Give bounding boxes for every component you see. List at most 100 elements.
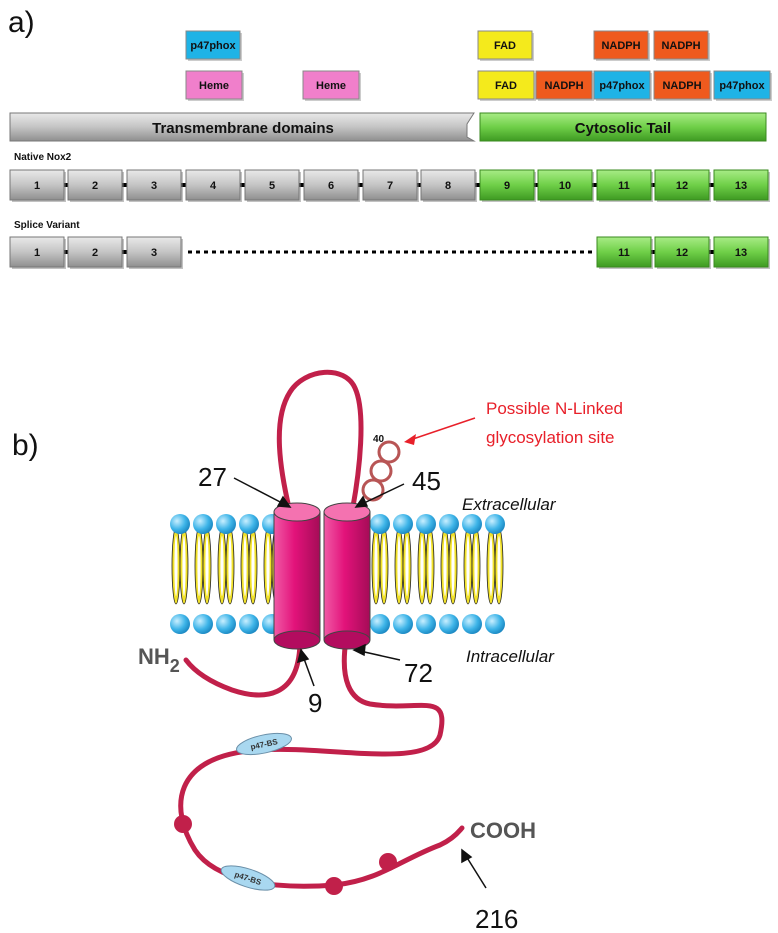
svg-text:1: 1 [34, 180, 40, 192]
arrow-72-head [352, 643, 366, 657]
domain-box-p47phox: p47phox [593, 70, 652, 101]
site-number-40: 40 [373, 434, 385, 445]
svg-text:Heme: Heme [199, 80, 229, 92]
domain-box-nadph: NADPH [535, 70, 594, 101]
residue-45: 45 [412, 466, 441, 496]
svg-text:13: 13 [735, 247, 747, 259]
phospholipid [216, 514, 236, 634]
native-exon-3: 3 [126, 169, 183, 202]
svg-text:5: 5 [269, 180, 275, 192]
cytosolic-tail-label: Cytosolic Tail [575, 120, 671, 137]
phospholipid [239, 514, 259, 634]
arrow-27-head [276, 495, 292, 508]
domain-box-p47phox: p47phox [713, 70, 772, 101]
transmembrane-domains-bar: Transmembrane domains [9, 112, 476, 142]
arrow-27 [233, 477, 285, 505]
splice-exon-12: 12 [654, 236, 711, 269]
n-terminal-tail [183, 637, 303, 698]
native-exon-7: 7 [362, 169, 419, 202]
svg-text:4: 4 [210, 180, 217, 192]
glycosylation-site [361, 440, 401, 502]
p47-binding-site-2: p47-BS [220, 865, 276, 891]
phospholipid [416, 514, 436, 634]
nh2-terminus: NH2 [138, 644, 180, 676]
arrow-9 [302, 655, 315, 687]
arrow-45-head [354, 495, 369, 508]
splice-exon-3: 3 [126, 236, 183, 269]
lipid-bilayer [170, 514, 505, 634]
panel-a-label: a) [8, 6, 35, 39]
splice-exon-2: 2 [67, 236, 124, 269]
residue-216: 216 [475, 904, 518, 933]
svg-text:2: 2 [92, 180, 98, 192]
domain-box-nadph: NADPH [653, 30, 710, 61]
svg-text:2: 2 [92, 247, 98, 259]
svg-text:p47phox: p47phox [190, 40, 236, 52]
domain-box-heme: Heme [185, 70, 244, 101]
domain-box-nadph: NADPH [593, 30, 650, 61]
svg-text:NADPH: NADPH [662, 80, 701, 92]
splice-exon-11: 11 [596, 236, 653, 269]
domain-box-p47phox: p47phox [185, 30, 242, 61]
native-exon-12: 12 [654, 169, 711, 202]
arrow-216-head [461, 848, 473, 864]
glycosylation-label-line1: Possible N-Linked [486, 399, 623, 418]
svg-text:FAD: FAD [495, 80, 517, 92]
domain-row-upper: p47phox FAD NADPH NADPH [185, 30, 710, 61]
helix-1 [273, 502, 321, 650]
phospholipid [485, 514, 505, 634]
glycosylation-label-line2: glycosylation site [486, 428, 615, 447]
svg-text:p47phox: p47phox [599, 80, 645, 92]
arrow-72 [359, 650, 401, 661]
cytosolic-tail-bar: Cytosolic Tail [479, 112, 767, 142]
residue-9: 9 [308, 688, 322, 718]
domain-box-fad: FAD [477, 30, 534, 61]
svg-text:3: 3 [151, 180, 157, 192]
native-nox2-label: Native Nox2 [14, 152, 72, 163]
phospholipid [370, 514, 390, 634]
phospholipid [462, 514, 482, 634]
intracellular-label: Intracellular [466, 647, 555, 666]
extracellular-loop [276, 369, 364, 515]
native-exon-8: 8 [420, 169, 477, 202]
native-exon-11: 11 [596, 169, 653, 202]
splice-variant-label: Splice Variant [14, 220, 80, 231]
svg-text:NADPH: NADPH [661, 40, 700, 52]
cooh-terminus: COOH [470, 818, 536, 843]
glycosylation-arrow [404, 417, 476, 445]
svg-text:11: 11 [618, 180, 630, 192]
native-exon-5: 5 [244, 169, 301, 202]
svg-text:12: 12 [676, 180, 688, 192]
svg-text:8: 8 [445, 180, 451, 192]
domain-box-fad: FAD [477, 70, 536, 101]
svg-text:p47phox: p47phox [719, 80, 765, 92]
extracellular-label: Extracellular [462, 495, 557, 514]
native-exon-9: 9 [479, 169, 536, 202]
svg-text:Heme: Heme [316, 80, 346, 92]
residue-72: 72 [404, 658, 433, 688]
phospholipid [393, 514, 413, 634]
modification-dots [174, 815, 397, 895]
svg-text:10: 10 [559, 180, 571, 192]
panel-b-label: b) [12, 429, 39, 462]
splice-exon-13: 13 [713, 236, 770, 269]
svg-text:3: 3 [151, 247, 157, 259]
svg-text:13: 13 [735, 180, 747, 192]
phospholipid [439, 514, 459, 634]
arrow-9-head [296, 648, 310, 664]
transmembrane-domains-label: Transmembrane domains [152, 120, 334, 137]
svg-text:9: 9 [504, 180, 510, 192]
svg-text:7: 7 [387, 180, 393, 192]
splice-exon-1: 1 [9, 236, 66, 269]
phospholipid [170, 514, 190, 634]
svg-text:1: 1 [34, 247, 40, 259]
svg-text:NADPH: NADPH [544, 80, 583, 92]
domain-box-heme: Heme [302, 70, 361, 101]
native-exon-1: 1 [9, 169, 66, 202]
svg-text:11: 11 [618, 247, 630, 259]
svg-text:12: 12 [676, 247, 688, 259]
native-exon-4: 4 [185, 169, 242, 202]
